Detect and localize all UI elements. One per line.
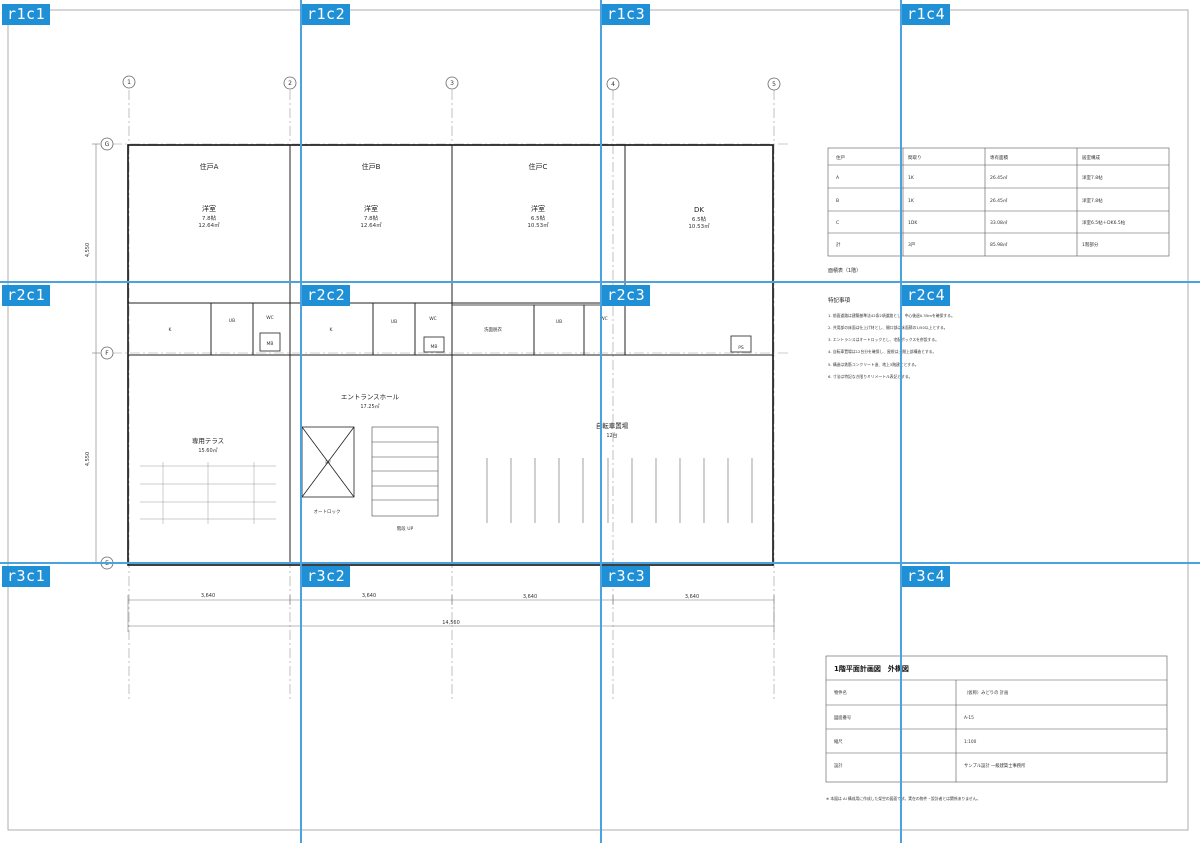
mb-a-label: MB (267, 341, 274, 347)
note-item: 3. エントランスはオートロックとし、宅配ボックスを併設する。 (828, 337, 939, 342)
title-block-value: （仮称）みどりの 計画 (964, 689, 1008, 696)
dim-span-4: 3,640 (685, 594, 699, 600)
area-table-cell: 1DK (908, 220, 918, 226)
elevator-label: EV (325, 460, 331, 465)
title-block-value: A-15 (964, 715, 974, 721)
area-table-cell: 3戸 (908, 242, 916, 248)
terrace-label: 専用テラス (192, 436, 224, 445)
unit-b-area: 12.64㎡ (360, 221, 382, 229)
area-table-header-unit: 住戸 (836, 154, 845, 161)
dim-span-1: 3,640 (201, 593, 215, 599)
title-block-label: 図面番号 (834, 714, 851, 721)
unit-c-size: 6.5帖 (531, 214, 546, 222)
dim-total: 14,560 (442, 620, 460, 626)
unit-dk-size: 6.5帖 (692, 215, 707, 223)
dim-span-2: 3,640 (362, 593, 376, 599)
unit-a-title: 住戸A (200, 162, 219, 171)
unit-c-area: 10.53㎡ (527, 221, 549, 229)
unit-a-area: 12.64㎡ (198, 221, 220, 229)
area-table-cell: 洋室7.8帖 (1082, 197, 1103, 204)
mb-b-label: MB (431, 344, 438, 350)
grid-marker-5: 5 (772, 81, 776, 88)
unit-dk-room: DK (694, 206, 704, 214)
area-table-cell: 洋室6.5帖＋DK6.5帖 (1082, 219, 1126, 226)
grid-marker-4: 4 (611, 81, 615, 88)
area-table-cell: 1階部分 (1082, 241, 1099, 248)
note-item: 1. 前面道路は建築基準法42条2項道路とし、中心後退0.35mを確保する。 (828, 313, 955, 318)
grid-marker-e: E (105, 560, 109, 567)
area-table-caption: 面積表（1階） (828, 267, 861, 274)
area-table-cell: 洋室7.8帖 (1082, 174, 1103, 181)
bath-c-label: UB (556, 319, 562, 325)
note-item: 6. 寸法は特記なき限りミリメートル表記とする。 (828, 374, 912, 379)
autolock-label: オートロック (314, 509, 341, 515)
title-block-label: 縮尺 (834, 738, 843, 745)
sheet-border (7, 9, 1189, 831)
area-table-header-area: 専有面積 (990, 154, 1008, 161)
title-block-title: 1階平面計画図 外構図 (834, 664, 909, 673)
grid-marker-f: F (105, 350, 109, 357)
title-block-value: サンプル設計 一級建築士事務所 (964, 762, 1026, 769)
unit-a-size: 7.8帖 (202, 214, 217, 222)
area-table-cell: B (836, 198, 839, 204)
note-item: 2. 共用部の床面は仕上げ材とし、開口部は床面積の1/50以上とする。 (828, 325, 948, 330)
elevator-shaft (301, 426, 355, 498)
area-table-cell: 26.45㎡ (990, 197, 1008, 204)
horizontal-dimension (127, 595, 775, 632)
note-item: 5. 構造は鉄筋コンクリート造、地上3階建てとする。 (828, 362, 919, 367)
area-table-cell: 1K (908, 175, 915, 181)
wc-c-label: WC (600, 316, 608, 322)
bicycle-count: 12台 (606, 432, 617, 439)
area-table-header-rooms: 居室構成 (1082, 154, 1100, 161)
entrance-hall-area: 17.25㎡ (360, 403, 379, 410)
unit-b-size: 7.8帖 (364, 214, 379, 222)
area-table-cell: 計 (836, 241, 841, 248)
unit-dk-area: 10.53㎡ (688, 222, 710, 230)
vertical-dim-upper: 4,550 (85, 243, 91, 257)
bath-b-label: UB (391, 319, 397, 325)
vertical-dim-lower: 4,550 (85, 452, 91, 466)
wc-a-label: WC (266, 315, 274, 321)
area-table-cell: 33.08㎡ (990, 219, 1008, 226)
grid-marker-2: 2 (288, 80, 292, 87)
title-block-grid (825, 655, 1168, 783)
area-table-header-plan: 間取り (908, 155, 922, 161)
area-table-cell: 85.98㎡ (990, 241, 1008, 248)
pipe-shaft-label: PS (738, 345, 744, 351)
grid-marker-1: 1 (127, 79, 131, 86)
unit-b-room: 洋室 (364, 204, 378, 213)
kitchen-a-label: K (169, 327, 173, 333)
staircase (371, 426, 439, 517)
title-block-label: 設計 (834, 762, 843, 769)
grid-marker-3: 3 (450, 80, 454, 87)
terrace-area: 15.60㎡ (198, 447, 217, 454)
bicycle-parking-label: 自転車置場 (596, 421, 629, 430)
unit-c-title: 住戸C (529, 162, 548, 171)
bath-a-label: UB (229, 318, 235, 324)
unit-a-room: 洋室 (202, 204, 216, 213)
bicycle-stalls (486, 458, 753, 523)
grid-marker-g: G (105, 141, 110, 148)
area-table-cell: 26.45㎡ (990, 174, 1008, 181)
area-table-cell: C (836, 220, 839, 226)
note-item: 4. 自転車置場は12台分を確保し、屋根は土間上部構造とする。 (828, 349, 936, 354)
unit-b-title: 住戸B (362, 162, 381, 171)
stairs-label: 階段 UP (397, 525, 414, 532)
title-block-value: 1:100 (964, 739, 977, 745)
terrace-paving (140, 462, 276, 524)
unit-c-room: 洋室 (531, 204, 545, 213)
area-table-cell: A (836, 175, 840, 181)
area-table-grid (827, 147, 1170, 257)
area-table-cell: 1K (908, 198, 915, 204)
wc-b-label: WC (429, 316, 437, 322)
entrance-hall-label: エントランスホール (341, 393, 400, 401)
dim-span-3: 3,640 (523, 594, 537, 600)
notes-title: 特記事項 (828, 296, 851, 304)
title-block-footnote: ※ 本図は AI 構成用に作成した架空の図面です。実在の物件・設計者とは関係あり… (826, 796, 980, 801)
laundry-label: 洗面脱衣 (484, 326, 502, 333)
kitchen-b-label: K (330, 327, 334, 333)
title-block-label: 物件名 (834, 689, 847, 696)
